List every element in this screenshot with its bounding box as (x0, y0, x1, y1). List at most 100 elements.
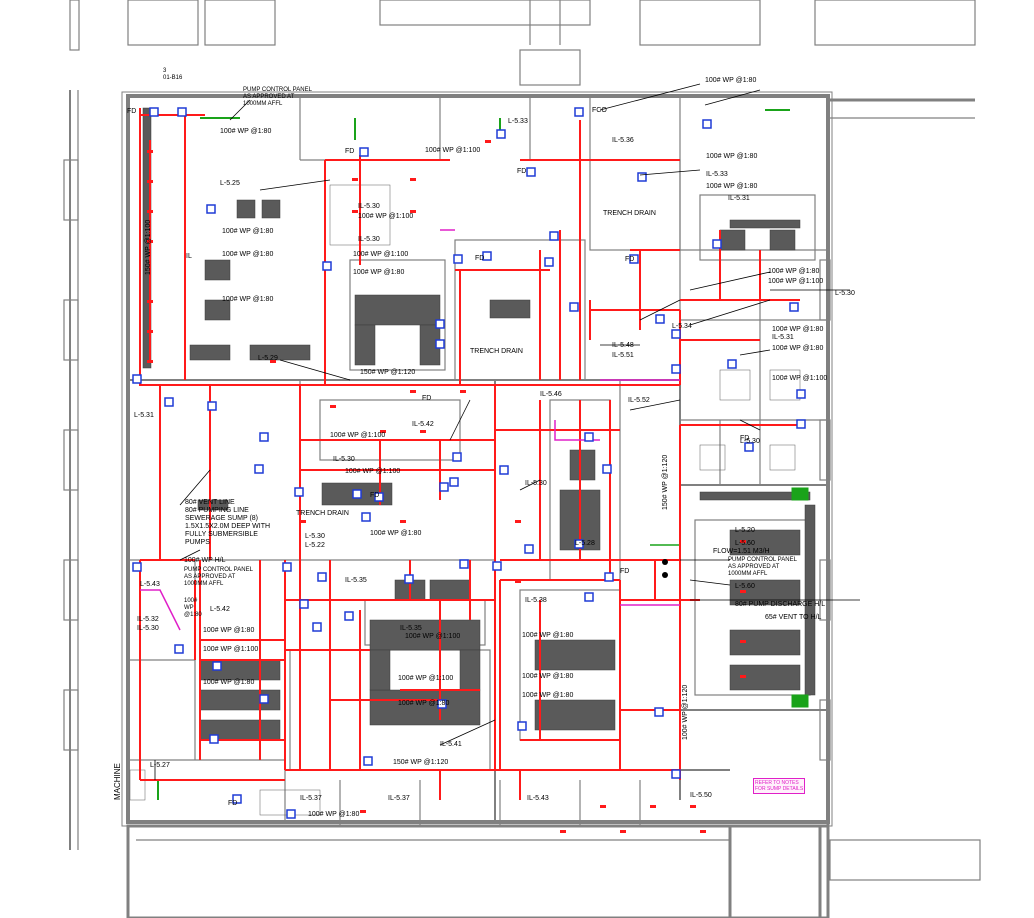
label-wp-150-1: 150# WP @1:120 (360, 369, 416, 376)
label-il-5-30d: IL-5.30 (525, 480, 547, 487)
label-wp-b7: 100# WP @1:80 (308, 811, 360, 818)
label-il-5-37b: IL-5.37 (388, 795, 410, 802)
label-wp-l3: 100# WP @1:100 (203, 646, 259, 653)
label-il-5-35: IL-5.35 (345, 577, 367, 584)
label-wp-b5: 100# WP @1:100 (398, 675, 454, 682)
label-il-5-33b: IL-5.33 (706, 171, 728, 178)
label-wp-r-3: 100# WP @1:80 (768, 268, 820, 275)
label-wp-150-2: 150# WP @1:120 (393, 759, 449, 766)
label-wp-c3: 100# WP @1:80 (222, 296, 274, 303)
label-pump-discharge: 80# PUMP DISCHARGE H/L (735, 601, 826, 608)
sump-note: 80# VENT LINE 80# PUMPING LINE SEWERAGE … (185, 499, 271, 546)
fixtures (129, 107, 816, 816)
pink-revision-note: REFER TO NOTES FOR SUMP DETAILS (753, 778, 806, 794)
label-trench-drain-1: TRENCH DRAIN (603, 210, 656, 217)
label-fd-5: FD (625, 256, 635, 263)
label-fd-7: FD (740, 435, 750, 442)
label-trench-drain-2: TRENCH DRAIN (470, 348, 523, 355)
label-wp-b1: 100# WP @1:100 (405, 633, 461, 640)
label-wp-b4: 100# WP @1:80 (522, 692, 574, 699)
label-l-5-22: L-5.22 (305, 542, 325, 549)
label-fd-1: FD (127, 108, 137, 115)
label-l-5-34: L-5.34 (672, 323, 692, 330)
label-wp-r-4: 100# WP @1:100 (768, 278, 824, 285)
label-wp-r-2: 100# WP @1:80 (706, 183, 758, 190)
label-wp-b2: 100# WP @1:80 (522, 632, 574, 639)
label-il-5-37: IL-5.37 (300, 795, 322, 802)
label-fd-4: FD (475, 255, 485, 262)
drainage-pipes (139, 108, 800, 800)
label-wp-m1: 100# WP @1:100 (330, 432, 386, 439)
label-wp-b3: 100# WP @1:80 (522, 673, 574, 680)
pump-control-panel-note-left: PUMP CONTROL PANEL AS APPROVED AT 1000MM… (184, 567, 253, 587)
label-l-5-28: L-5.28 (575, 540, 595, 547)
label-fd-3: FD (517, 168, 527, 175)
label-il-5-51: IL-5.51 (612, 352, 634, 359)
leader-lines (154, 83, 860, 780)
label-l-5-30r: L-5.30 (835, 290, 855, 297)
label-wp-100-2: 100# WP @1:100 (358, 213, 414, 220)
label-l-5-42: L-5.42 (210, 606, 230, 613)
label-il-5-35b: IL-5.35 (400, 625, 422, 632)
label-wp-100-1: 100# WP @1:100 (425, 147, 481, 154)
label-il-5-30e: IL-5.30 (137, 625, 159, 632)
label-l-5-43: L-5.43 (140, 581, 160, 588)
label-l-5-30m: L-5.30 (305, 533, 325, 540)
label-fd-2: FD (345, 148, 355, 155)
label-fd-9: FD (620, 568, 630, 575)
pump-control-panel-note-top: PUMP CONTROL PANEL AS APPROVED AT 1000MM… (243, 87, 312, 107)
label-fd-8: FD (228, 800, 238, 807)
label-il-5-46: IL-5.46 (540, 391, 562, 398)
label-l-5-30c: L-5.30 (740, 438, 760, 445)
grid-reference: 3 01-B16 (163, 68, 183, 81)
label-il-5-31b: IL-5.31 (772, 334, 794, 341)
label-fd-6: FD (422, 395, 432, 402)
label-il-5-30b: IL-5.30 (358, 236, 380, 243)
label-l-5-20: L-5.20 (735, 527, 755, 534)
label-wp-c2: 100# WP @1:80 (222, 251, 274, 258)
label-il-5-36: IL-5.36 (612, 137, 634, 144)
pump-control-panel-note-right: PUMP CONTROL PANEL AS APPROVED AT 1000MM… (728, 557, 797, 577)
label-vertical-left: 150# WP @1:100 (145, 219, 152, 275)
label-wp-c5: 100# WP @1:80 (353, 269, 405, 276)
label-wp-b6: 100# WP @1:80 (398, 700, 450, 707)
green-markers (157, 109, 809, 800)
label-vertical-mid: 150# WP @1:120 (662, 454, 669, 510)
label-l-5-31l: L-5.31 (134, 412, 154, 419)
label-wp-l4: 100# WP @1:80 (203, 679, 255, 686)
label-wp-r-7: 100# WP @1:100 (772, 375, 828, 382)
label-il-5-43: IL-5.43 (527, 795, 549, 802)
label-wp-c1: 100# WP @1:80 (222, 228, 274, 235)
label-wp-top-1: 100# WP @1:80 (705, 77, 757, 84)
label-l-5-29: L-5.29 (258, 355, 278, 362)
label-vertical-right: 100# WP @1:120 (682, 684, 689, 740)
label-wp-100-3: 100# WP @1:100 (353, 251, 409, 258)
label-fd-10: FD (370, 492, 380, 499)
label-wp-l2: 100# WP @1:80 (203, 627, 255, 634)
label-trench-drain-3: TRENCH DRAIN (296, 510, 349, 517)
label-wp-r-6: 100# WP @1:80 (772, 345, 824, 352)
label-wp-top-left: 100# WP @1:80 (220, 128, 272, 135)
label-l-5-60b: L-5.60 (735, 583, 755, 590)
label-il-5-32: IL-5.32 (137, 616, 159, 623)
label-vent-to-hl: 65# VENT TO H/L (765, 614, 822, 621)
fixture-markers (147, 140, 746, 833)
label-wp-hl: 100# WP H/L (184, 557, 226, 564)
label-wp-r-1: 100# WP @1:80 (706, 153, 758, 160)
label-l-5-25: L-5.25 (220, 180, 240, 187)
label-l-5-27: L-5.27 (150, 762, 170, 769)
label-wp-m2: 100# WP @1:100 (345, 468, 401, 475)
label-il-5-50: IL-5.50 (690, 792, 712, 799)
label-l-5-60: L-5.60 (735, 540, 755, 547)
label-wp-m3: 100# WP @1:80 (370, 530, 422, 537)
label-il-5-52: IL-5.52 (628, 397, 650, 404)
label-wp-r-5: 100# WP @1:80 (772, 326, 824, 333)
label-il-5-41: IL-5.41 (440, 741, 462, 748)
pump-symbols (662, 559, 668, 578)
floor-drains (132, 107, 806, 819)
label-wp-l1: 100# WP @1:80 (184, 598, 202, 618)
label-il-5-48: IL-5.48 (612, 342, 634, 349)
label-il-5-31: IL-5.31 (728, 195, 750, 202)
vent-lines (140, 229, 680, 631)
